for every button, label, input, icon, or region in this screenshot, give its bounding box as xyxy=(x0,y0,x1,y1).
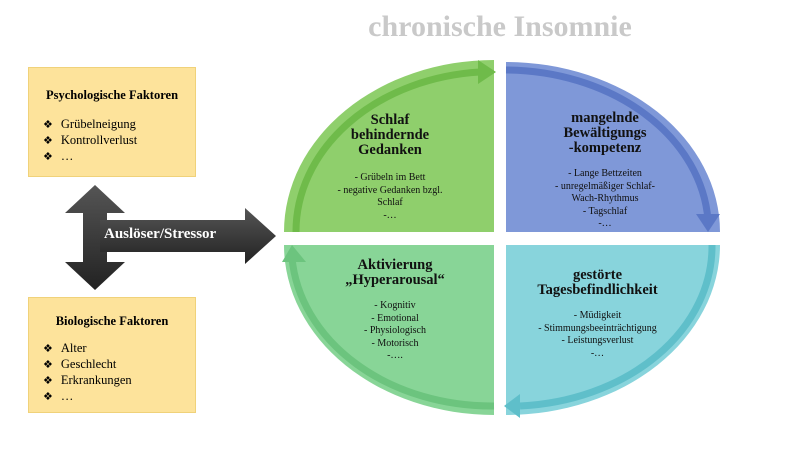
quadrant-item: - Emotional xyxy=(371,312,419,324)
arrow-top-right xyxy=(505,66,712,221)
double-arrow-vertical xyxy=(65,185,125,290)
arrow-bottom-left xyxy=(288,257,495,410)
arrow-bottom-right xyxy=(519,244,716,410)
quadrant-title: -kompetenz xyxy=(568,140,642,156)
quadrant-item: -…. xyxy=(387,350,403,361)
psych-item: … xyxy=(43,149,187,165)
quadrant-item: -… xyxy=(590,347,605,359)
quadrant-item: -… xyxy=(383,209,397,221)
quadrant-item: - Müdigkeit xyxy=(573,310,622,321)
quadrant-top-right-shape xyxy=(506,62,720,232)
trigger-arrow-right xyxy=(100,208,276,264)
quadrant-item: Schlaf xyxy=(377,197,403,208)
quadrant-item: - Leistungsverlust xyxy=(561,335,634,346)
quadrant-item: - unregelmäßiger Schlaf- xyxy=(555,180,655,192)
quadrant-hyperarousal: Aktivierung „Hyperarousal“ - Kognitiv - … xyxy=(330,258,460,363)
quadrant-item: - negative Gedanken bzgl. xyxy=(337,184,443,196)
psych-item: Kontrollverlust xyxy=(43,133,187,149)
diagram-title: chronische Insomnie xyxy=(368,10,632,43)
quadrant-title: Tagesbefindlichkeit xyxy=(537,282,658,298)
bio-heading: Biologische Faktoren xyxy=(55,314,169,328)
quadrant-bottom-left-shape xyxy=(284,245,494,415)
quadrant-title: Gedanken xyxy=(358,142,422,158)
quadrant-title: „Hyperarousal“ xyxy=(345,272,445,288)
quadrant-title: Schlaf xyxy=(370,112,410,128)
psych-item: Grübelneigung xyxy=(43,117,187,133)
trigger-label: Auslöser/Stressor xyxy=(104,226,217,242)
quadrant-top-left-shape xyxy=(284,60,494,232)
quadrant-item: - Physiologisch xyxy=(364,325,426,336)
quadrant-title: Bewältigungs xyxy=(563,125,647,141)
quadrant-item: Wach-Rhythmus xyxy=(571,193,639,204)
quadrant-title: behindernde xyxy=(350,127,430,143)
quadrant-item: - Tagschlaf xyxy=(582,205,628,217)
bio-item: … xyxy=(43,389,187,405)
bio-item: Geschlecht xyxy=(43,357,187,373)
quadrant-title: mangelnde xyxy=(571,110,639,126)
psychological-factors-box: Psychologische Faktoren Grübelneigung Ko… xyxy=(28,67,196,177)
quadrant-item: -… xyxy=(598,218,612,229)
psych-heading: Psychologische Faktoren xyxy=(45,88,179,102)
quadrant-item: - Kognitiv xyxy=(374,300,416,311)
quadrant-coping: mangelnde Bewältigungs -kompetenz - Lang… xyxy=(530,111,680,231)
quadrant-item: - Motorisch xyxy=(371,337,419,349)
quadrant-item: - Grübeln im Bett xyxy=(354,172,426,183)
biological-factors-box: Biologische Faktoren Alter Geschlecht Er… xyxy=(28,297,196,413)
quadrant-daytime: gestörte Tagesbefindlichkeit - Müdigkeit… xyxy=(515,268,680,360)
quadrant-item: - Lange Bettzeiten xyxy=(568,168,642,179)
arrow-top-left xyxy=(292,68,481,233)
bio-item: Erkrankungen xyxy=(43,373,187,389)
quadrant-title: Aktivierung xyxy=(357,257,433,273)
quadrant-title: gestörte xyxy=(572,267,623,283)
quadrant-item: - Stimmungsbeeinträchtigung xyxy=(538,322,657,334)
quadrant-bottom-right-shape xyxy=(506,245,720,415)
bio-item: Alter xyxy=(43,341,187,357)
quadrant-sleep-thoughts: Schlaf behindernde Gedanken - Grübeln im… xyxy=(320,113,460,222)
